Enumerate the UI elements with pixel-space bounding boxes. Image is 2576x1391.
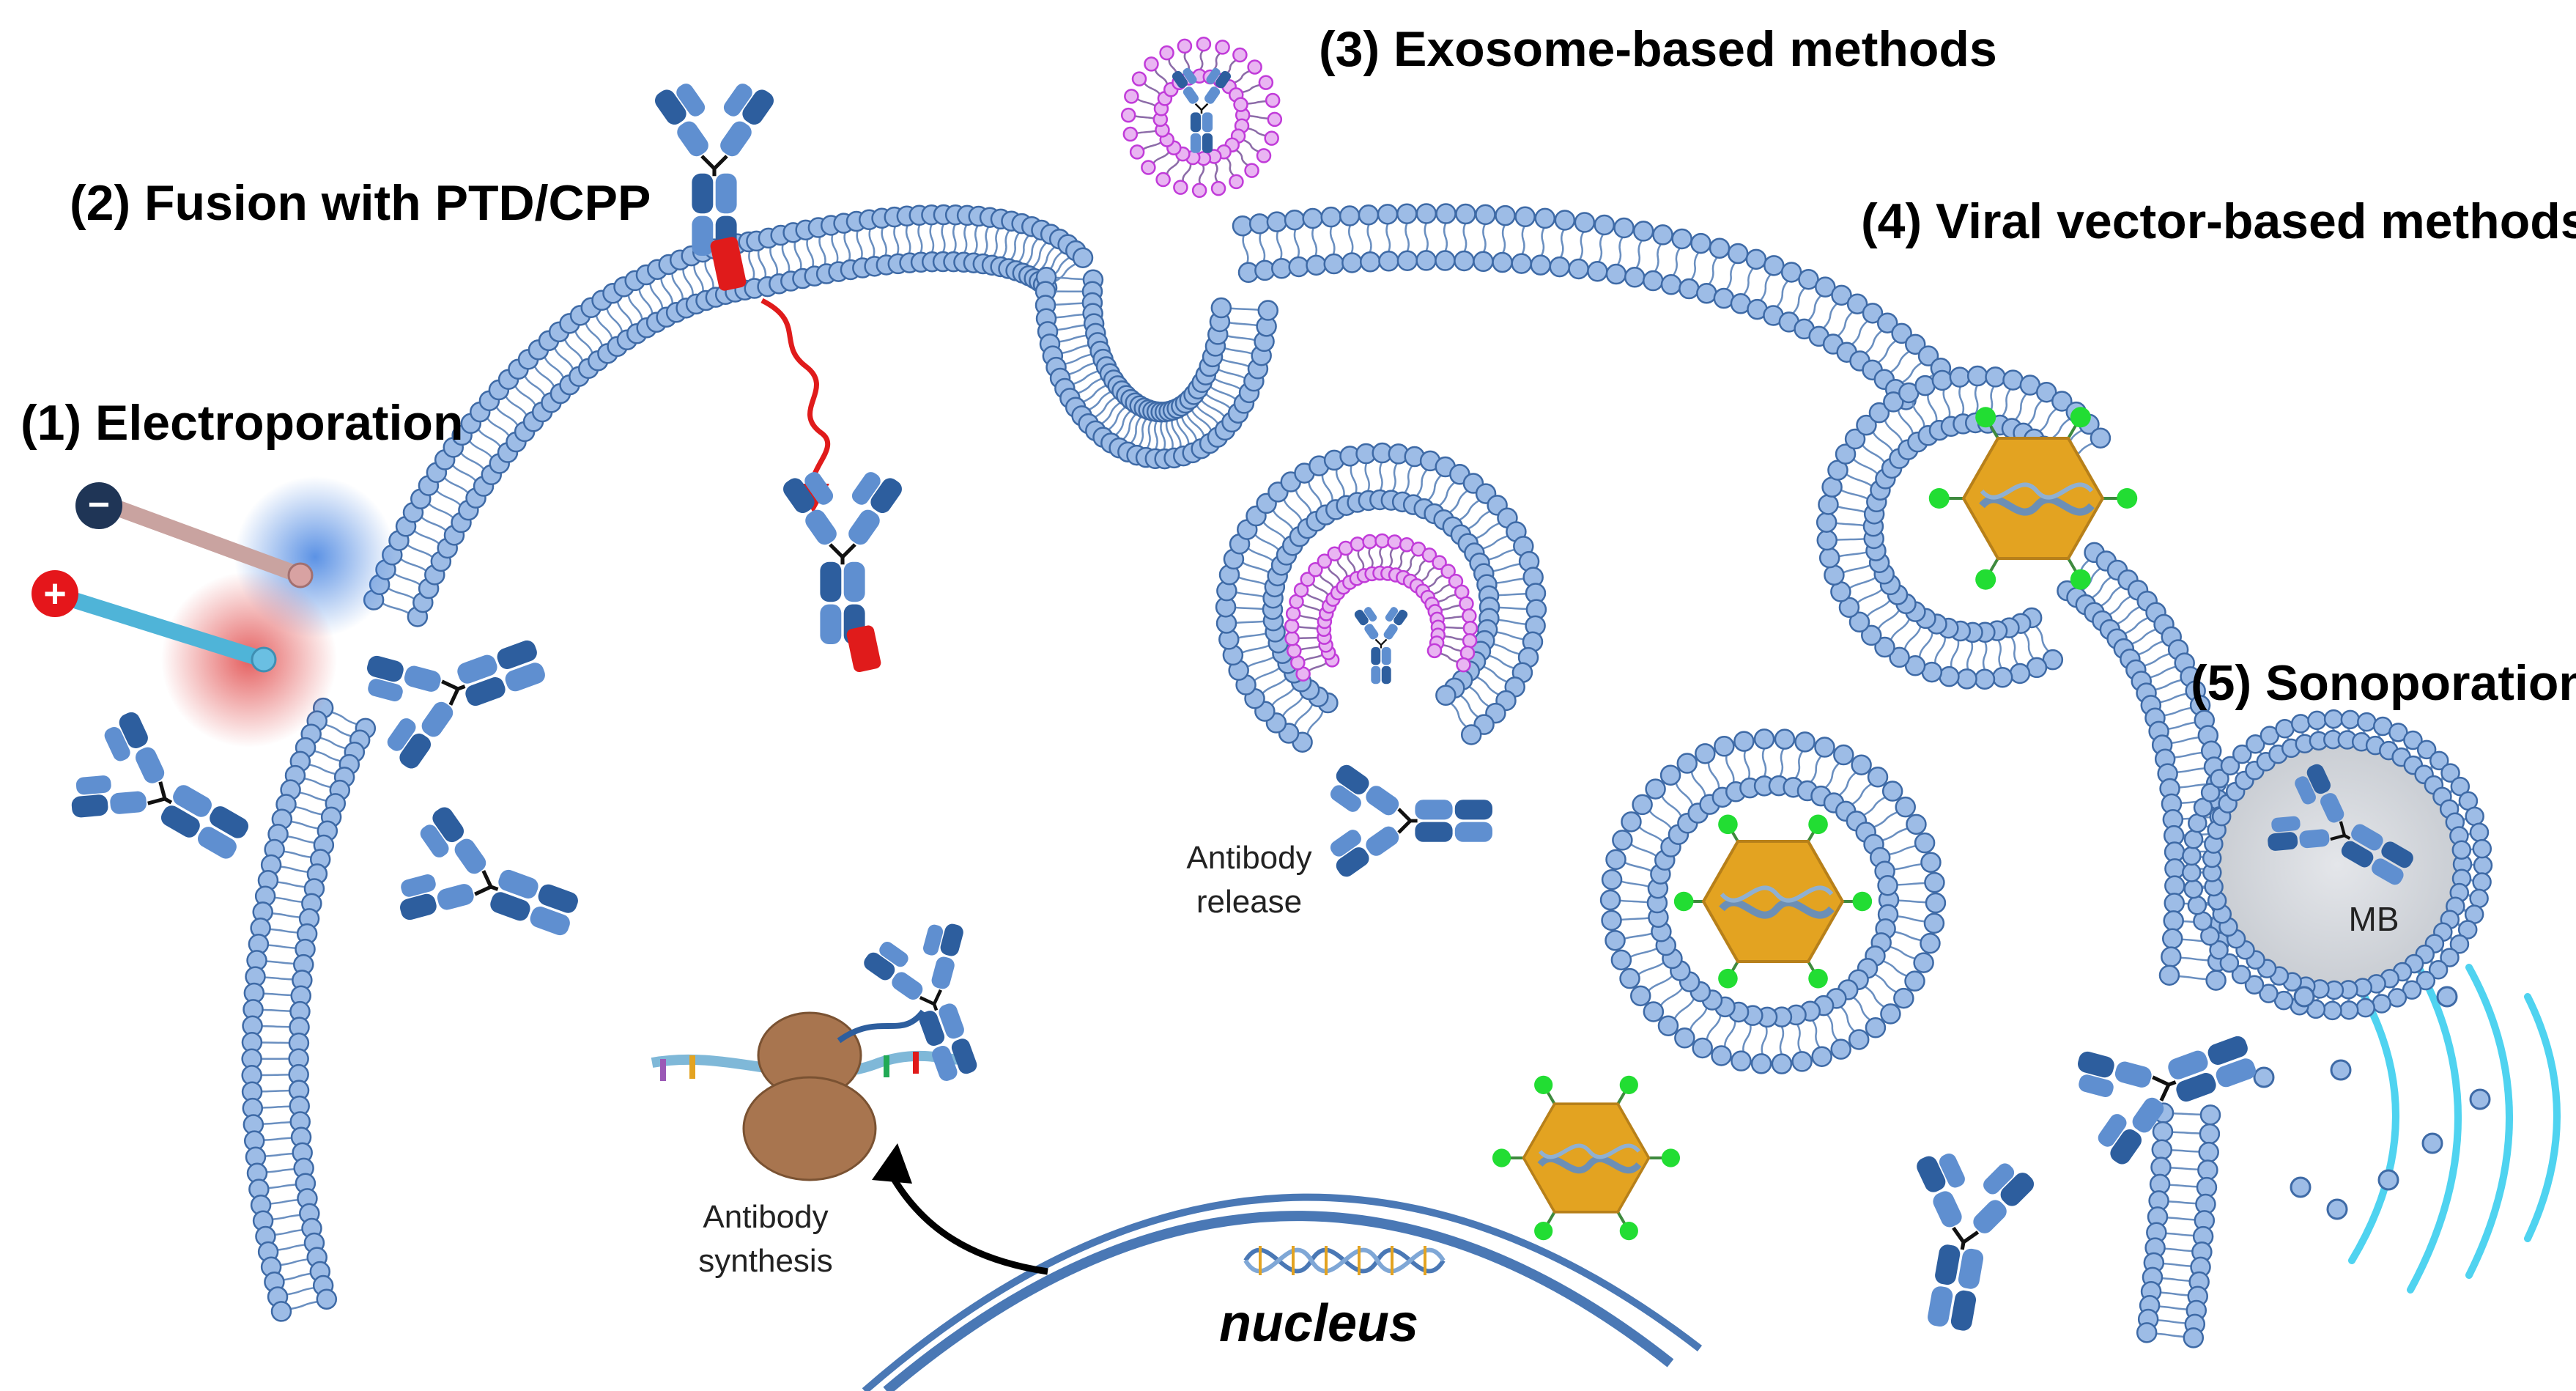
cell-membrane <box>241 203 2232 1348</box>
antibody-synthesis-line2: synthesis <box>698 1243 832 1279</box>
lipid-bilayer <box>1035 266 1279 470</box>
antibody-icon <box>382 796 594 975</box>
microbubble-label: MB <box>2349 900 2399 938</box>
label-sonoporation: (5) Sonoporation <box>2191 655 2576 711</box>
label-viral-vector: (4) Viral vector-based methods <box>1861 193 2576 249</box>
virus-spikes-icon <box>1928 407 2138 590</box>
antibody-icon <box>349 600 561 780</box>
lipid-bilayer <box>1284 533 1478 682</box>
translocation-arrow <box>760 298 831 492</box>
lipid-bilayer <box>2182 709 2493 1021</box>
lipid-bilayer <box>1599 728 1947 1074</box>
antibody-release-line2: release <box>1196 884 1302 920</box>
lipid-bilayer <box>2057 542 2232 991</box>
viral-vesicle-icon <box>1599 365 2111 1074</box>
positive-terminal: + <box>43 572 67 616</box>
ribosome-icon <box>742 1011 877 1181</box>
virus-capsid-icon <box>1524 1104 1649 1212</box>
lipid-fragments <box>2253 986 2491 1220</box>
lipid-bilayer <box>241 697 377 1322</box>
lipid-bilayer <box>1232 203 1952 410</box>
label-exosome: (3) Exosome-based methods <box>1319 21 1997 77</box>
microbubble-icon <box>2182 709 2493 1021</box>
virus-spikes-icon <box>1492 1075 1681 1241</box>
antibody-icon <box>1887 1140 2041 1339</box>
nucleus-label: nucleus <box>1219 1294 1418 1353</box>
ptd-antibody-internal-icon <box>780 464 905 673</box>
electrode-icon: − + <box>32 476 396 748</box>
nucleus-envelope <box>862 1193 1703 1391</box>
virus-capsid-icon <box>1964 438 2103 558</box>
released-antibody-icon <box>1323 761 1492 879</box>
virus-spikes-icon <box>1673 814 1873 989</box>
virus-capsid-icon <box>1703 841 1843 962</box>
arrowhead-icon <box>872 1143 912 1184</box>
lipid-bilayer <box>1120 36 1283 199</box>
exosome-icon <box>1120 36 1283 199</box>
antibody-icon <box>1352 602 1410 685</box>
lipid-bilayer <box>1215 442 1547 753</box>
label-electroporation: (1) Electroporation <box>21 395 464 451</box>
synthesis-arrow <box>887 1170 1048 1275</box>
lipid-bilayer <box>1816 365 2111 690</box>
negative-terminal: − <box>88 484 110 526</box>
antibody-release-line1: Antibody <box>1186 840 1311 876</box>
nascent-chain <box>837 1009 926 1044</box>
antibody-synthesis-line1: Antibody <box>703 1199 828 1235</box>
dna-helix-icon <box>1243 1246 1446 1275</box>
endosome-icon <box>1215 442 1547 753</box>
label-fusion-ptd-cpp: (2) Fusion with PTD/CPP <box>70 175 651 231</box>
lipid-bilayer <box>2136 1102 2221 1348</box>
lipid-bilayer <box>746 204 1094 299</box>
ptd-antibody-icon <box>651 75 777 291</box>
